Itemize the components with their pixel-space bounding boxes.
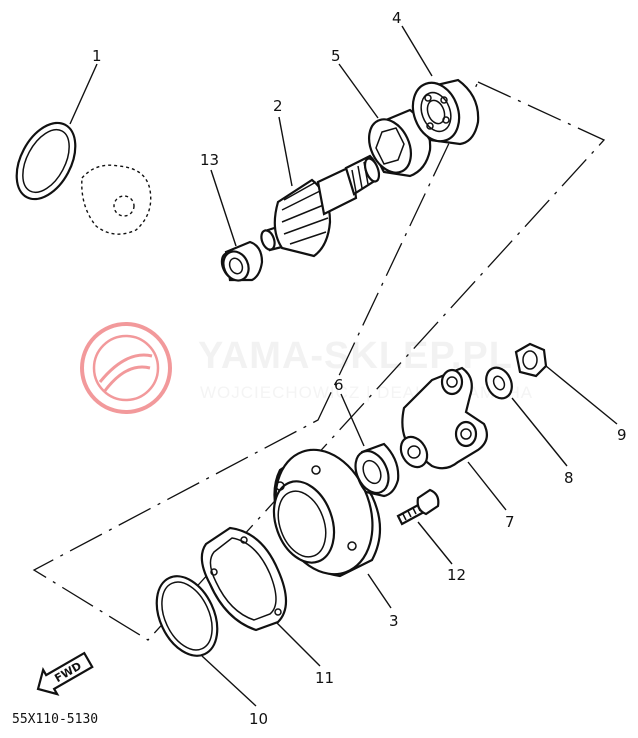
drawing-code: 55X110-5130 (12, 712, 98, 727)
label-5: 5 (331, 47, 341, 65)
ghost-gear-outline (81, 164, 152, 235)
label-2: 2 (273, 97, 283, 115)
label-10: 10 (249, 710, 268, 728)
label-12: 12 (447, 566, 466, 584)
part-13-needle-bearing (220, 240, 264, 282)
part-5-sleeve-nut (368, 108, 432, 178)
part-4-ball-bearing (411, 78, 480, 146)
part-7-universal-yoke (399, 366, 489, 470)
label-1: 1 (92, 47, 102, 65)
part-9-nut (514, 342, 548, 378)
watermark-subtitle: WOJCIECHOWICZ | DEALER YAMAHA (200, 383, 533, 402)
part-3-bearing-housing (272, 448, 382, 578)
part-12-bolt (396, 488, 440, 526)
fwd-direction-marker: FWD (36, 651, 94, 696)
part-number-labels: 1 2 3 4 5 6 7 8 9 10 11 12 13 (92, 9, 627, 728)
assembly-phantom-line (32, 81, 606, 641)
part-2-drive-gear-shaft (260, 154, 381, 258)
label-3: 3 (389, 612, 399, 630)
label-7: 7 (505, 513, 515, 531)
part-6-bearing (354, 442, 400, 498)
label-13: 13 (200, 151, 219, 169)
part-1-o-ring (15, 121, 77, 201)
leader-lines (69, 25, 618, 707)
part-11-gasket (200, 526, 288, 632)
label-6: 6 (334, 376, 344, 394)
label-9: 9 (617, 426, 627, 444)
label-4: 4 (392, 9, 402, 27)
label-11: 11 (315, 669, 334, 687)
watermark-logo (80, 322, 172, 414)
part-10-o-ring (155, 575, 219, 657)
label-8: 8 (564, 469, 574, 487)
part-8-washer (485, 366, 513, 400)
